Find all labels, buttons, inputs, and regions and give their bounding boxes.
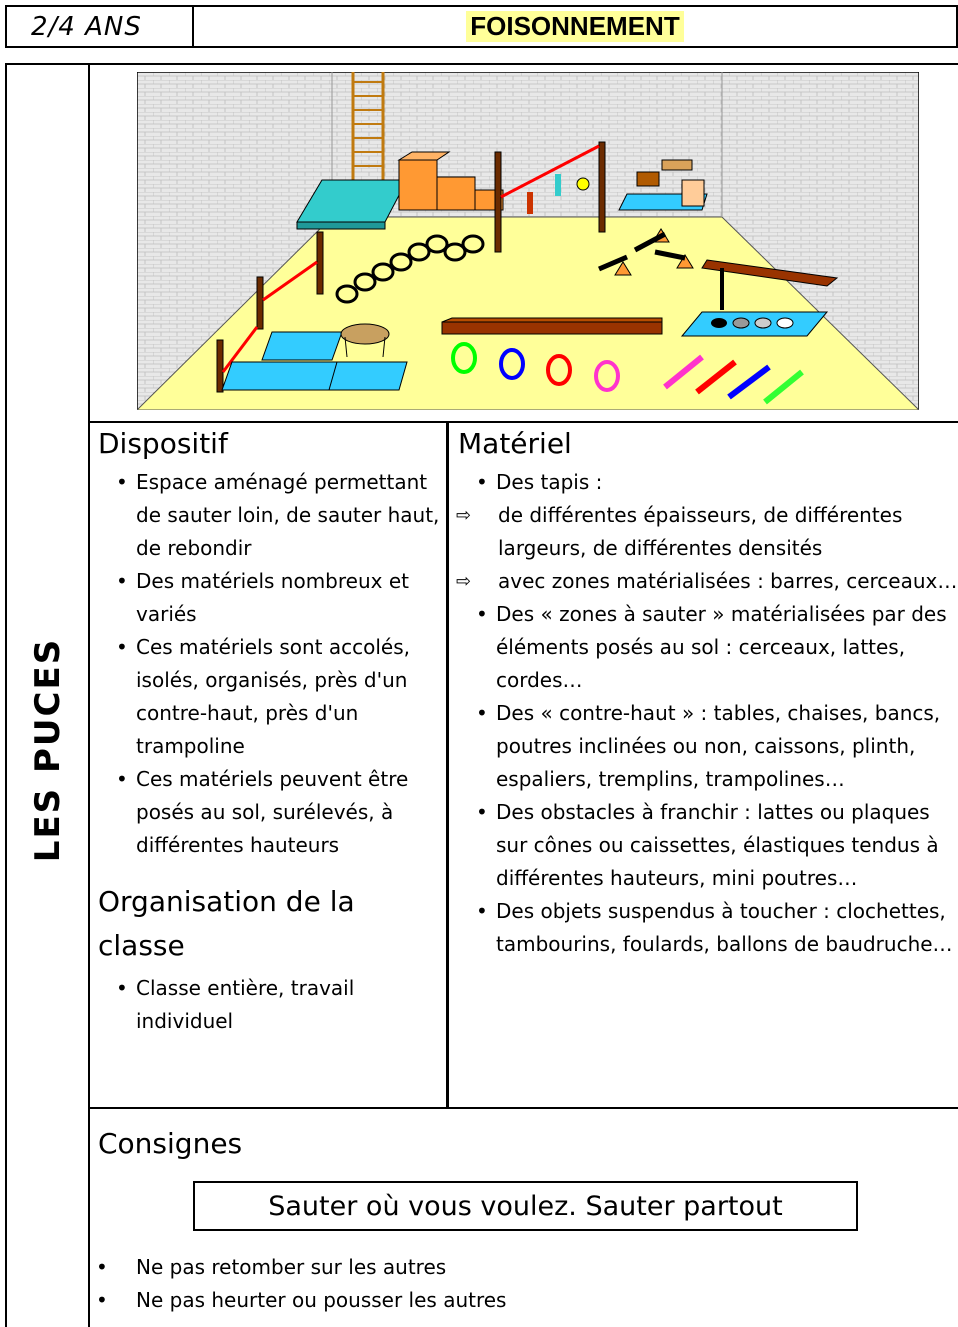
organisation-list: •Classe entière, travail individuel [98,972,443,1038]
list-item: •Ne pas retomber sur les autres [96,1255,447,1279]
age-label: 2/4 ANS [5,5,193,48]
list-item: •Classe entière, travail individuel [116,976,355,1033]
ladder [351,72,385,184]
list-item: ⇨de différentes épaisseurs, de différent… [456,499,958,565]
side-title: LES PUCES [28,637,69,863]
consignes-list: •Ne pas retomber sur les autres •Ne pas … [96,1251,910,1317]
divider [88,1107,958,1109]
list-item: •Ces matériels peuvent être posés au sol… [116,767,409,857]
arrow-icon: ⇨ [456,571,472,592]
list-item: •Ces matériels sont accolés, isolés, org… [116,635,411,758]
divider [88,63,90,1327]
list-item: ⇨avec zones matérialisées : barres, cerc… [456,565,958,598]
consignes-main: Sauter où vous voulez. Sauter partout [193,1181,858,1231]
gym-illustration [135,71,921,411]
dispositif-list: •Espace aménagé permettant de sauter loi… [98,466,443,862]
list-item: •Des « contre-haut » : tables, chaises, … [476,701,941,791]
divider [88,421,958,423]
organisation-title: Organisation de la classe [98,885,355,962]
list-item: •Des objets suspendus à toucher : cloche… [476,899,953,956]
materiel-title: Matériel [458,427,572,460]
page-title: FOISONNEMENT [193,5,958,48]
list-item: •Des matériels nombreux et variés [116,569,409,626]
list-item: •Des obstacles à franchir : lattes ou pl… [476,800,939,890]
list-item: •Espace aménagé permettant de sauter loi… [116,470,440,560]
divider [446,421,449,1108]
materiel-list: •Des tapis : ⇨de différentes épaisseurs,… [456,466,958,961]
consignes-title: Consignes [98,1127,243,1160]
materiel-section: Matériel •Des tapis : ⇨de différentes ép… [456,426,958,961]
list-item: •Des « zones à sauter » matérialisées pa… [476,602,947,692]
arrow-icon: ⇨ [456,505,472,526]
list-item: •Ne pas heurter ou pousser les autres [96,1288,507,1312]
dispositif-section: Dispositif •Espace aménagé permettant de… [98,426,443,1038]
list-item: •Des tapis : [476,470,603,494]
dispositif-title: Dispositif [98,427,228,460]
content-frame [5,63,958,1327]
